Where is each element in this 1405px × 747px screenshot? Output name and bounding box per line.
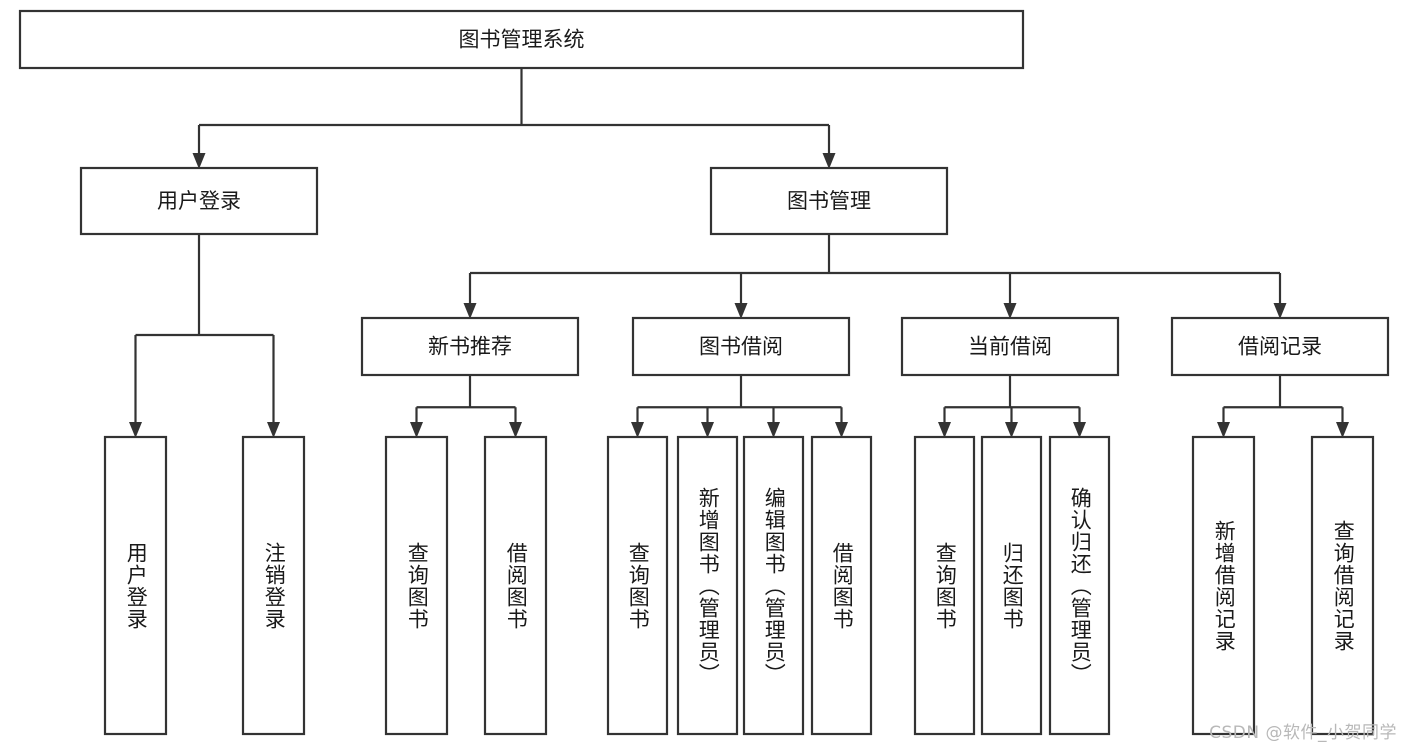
node-box-n_user_login[interactable] xyxy=(79,166,319,236)
node-box-l_c_query[interactable] xyxy=(913,435,976,736)
edge-arrowhead-n_book_mgmt-2 xyxy=(1003,303,1017,319)
edges-layer xyxy=(129,68,1349,438)
node-box-l_b_borrow[interactable] xyxy=(810,435,873,736)
node-box-l_c_return[interactable] xyxy=(980,435,1043,736)
edge-arrowhead-n_borrow-1 xyxy=(701,422,714,438)
boxes-layer xyxy=(18,9,1390,736)
node-box-l_h_query[interactable] xyxy=(1310,435,1375,736)
edge-arrowhead-n_borrow-3 xyxy=(835,422,848,438)
node-box-l_user_login[interactable] xyxy=(103,435,168,736)
edge-arrowhead-n_user_login-0 xyxy=(129,422,142,438)
edge-arrowhead-n_new_rec-1 xyxy=(509,422,522,438)
node-box-root[interactable] xyxy=(18,9,1025,70)
node-box-l_b_query[interactable] xyxy=(606,435,669,736)
edge-arrowhead-n_borrow-2 xyxy=(767,422,780,438)
node-box-n_book_mgmt[interactable] xyxy=(709,166,949,236)
edge-arrowhead-n_history-1 xyxy=(1336,422,1349,438)
node-box-n_new_rec[interactable] xyxy=(360,316,580,377)
edge-arrowhead-n_book_mgmt-3 xyxy=(1273,303,1287,319)
edge-arrowhead-n_book_mgmt-0 xyxy=(463,303,477,319)
node-box-n_history[interactable] xyxy=(1170,316,1390,377)
edge-arrowhead-n_current-2 xyxy=(1073,422,1086,438)
edge-arrowhead-n_book_mgmt-1 xyxy=(734,303,748,319)
node-box-l_h_add[interactable] xyxy=(1191,435,1256,736)
node-box-l_c_confirm[interactable] xyxy=(1048,435,1111,736)
node-box-l_b_edit[interactable] xyxy=(742,435,805,736)
edge-arrowhead-root-1 xyxy=(822,153,836,169)
node-label-n_user_login: 用户登录 xyxy=(157,189,241,213)
edge-arrowhead-root-0 xyxy=(192,153,206,169)
node-box-l_logout[interactable] xyxy=(241,435,306,736)
edge-arrowhead-n_history-0 xyxy=(1217,422,1230,438)
watermark-credit: CSDN @软件_小贺同学 xyxy=(1209,723,1397,743)
edge-arrowhead-n_borrow-0 xyxy=(631,422,644,438)
node-label-n_book_mgmt: 图书管理 xyxy=(787,189,871,213)
edge-arrowhead-n_new_rec-0 xyxy=(410,422,423,438)
node-box-n_borrow[interactable] xyxy=(631,316,851,377)
node-box-l_b_add[interactable] xyxy=(676,435,739,736)
node-box-l_rec_borrow[interactable] xyxy=(483,435,548,736)
node-box-n_current[interactable] xyxy=(900,316,1120,377)
node-label-n_history: 借阅记录 xyxy=(1238,335,1322,359)
node-label-n_borrow: 图书借阅 xyxy=(699,335,783,359)
node-label-n_current: 当前借阅 xyxy=(968,335,1052,359)
node-label-n_new_rec: 新书推荐 xyxy=(428,335,512,359)
edge-arrowhead-n_current-1 xyxy=(1005,422,1018,438)
edge-arrowhead-n_current-0 xyxy=(938,422,951,438)
node-box-l_rec_query[interactable] xyxy=(384,435,449,736)
edge-arrowhead-n_user_login-1 xyxy=(267,422,280,438)
node-label-root: 图书管理系统 xyxy=(459,28,585,52)
